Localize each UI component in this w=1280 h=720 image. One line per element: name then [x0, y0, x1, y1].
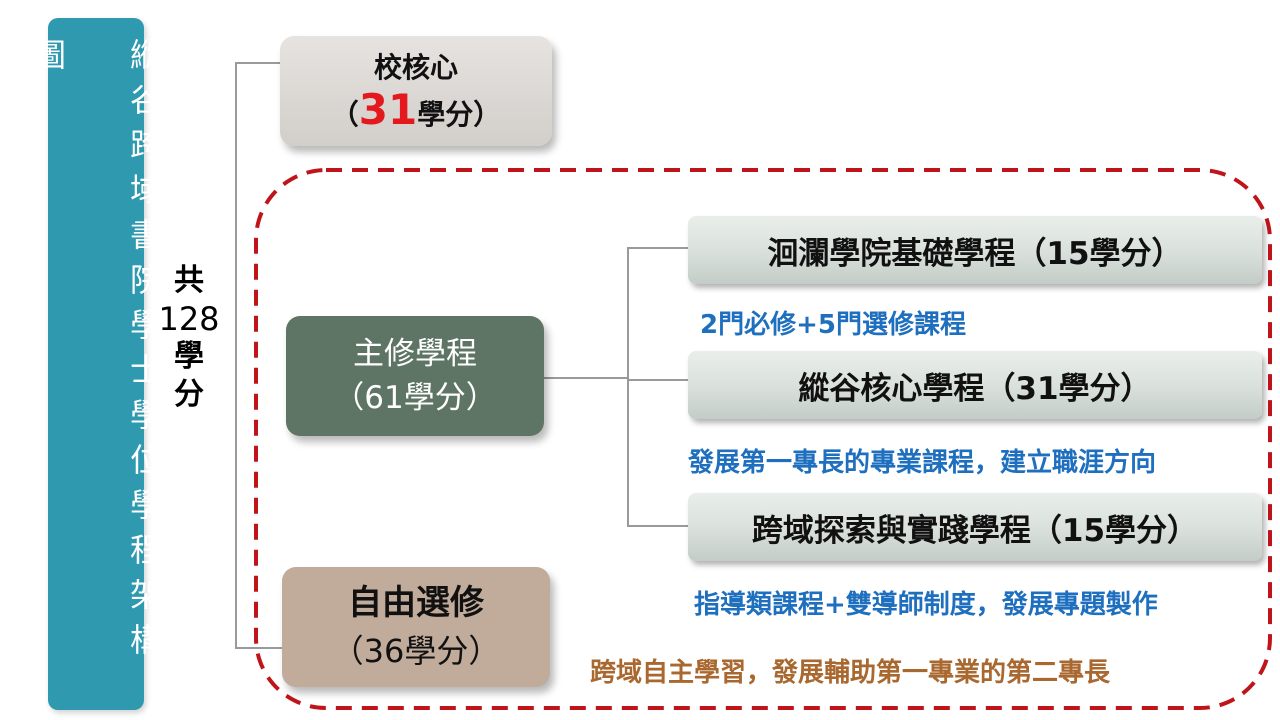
- free-credits: （36學分）: [331, 632, 501, 670]
- school-core-credit-number: 31: [358, 84, 418, 134]
- program-box-cross-domain: 跨域探索與實踐學程（15學分）: [688, 493, 1262, 561]
- school-core-open: （: [330, 97, 359, 131]
- total-number: 128: [158, 300, 220, 338]
- program-bracket: [627, 247, 688, 527]
- school-core-credits: （31學分）: [330, 88, 502, 136]
- school-core-credit-unit: 學分）: [417, 97, 502, 131]
- program-note-cross-domain: 指導類課程+雙導師制度，發展專題製作: [694, 590, 1158, 620]
- diagram-title: 縱谷跨域書院學士學位學程架構圖: [29, 38, 163, 668]
- free-elective-note: 跨域自主學習，發展輔助第一專業的第二專長: [590, 658, 1111, 688]
- left-bracket: [235, 62, 282, 649]
- total-credits: 共 128 學 分: [150, 262, 228, 414]
- major-program-box: 主修學程 （61學分）: [286, 316, 544, 436]
- free-title: 自由選修: [348, 583, 484, 623]
- program-note-hualien-foundation: 2門必修+5門選修課程: [700, 310, 966, 340]
- major-title: 主修學程: [353, 336, 477, 372]
- program-note-valley-core: 發展第一專長的專業課程，建立職涯方向: [688, 448, 1157, 478]
- title-bar: 縱谷跨域書院學士學位學程架構圖: [29, 18, 163, 710]
- total-line-4: 分: [174, 377, 204, 412]
- total-line-1: 共: [174, 263, 204, 298]
- total-line-3: 學: [174, 339, 204, 374]
- free-elective-box: 自由選修 （36學分）: [282, 567, 550, 687]
- school-core-title: 校核心: [373, 50, 458, 84]
- program-box-hualien-foundation: 洄瀾學院基礎學程（15學分）: [688, 216, 1262, 284]
- major-credits: （61學分）: [333, 380, 497, 416]
- program-box-valley-core: 縱谷核心學程（31學分）: [688, 351, 1262, 419]
- school-core-box: 校核心 （31學分）: [280, 36, 552, 146]
